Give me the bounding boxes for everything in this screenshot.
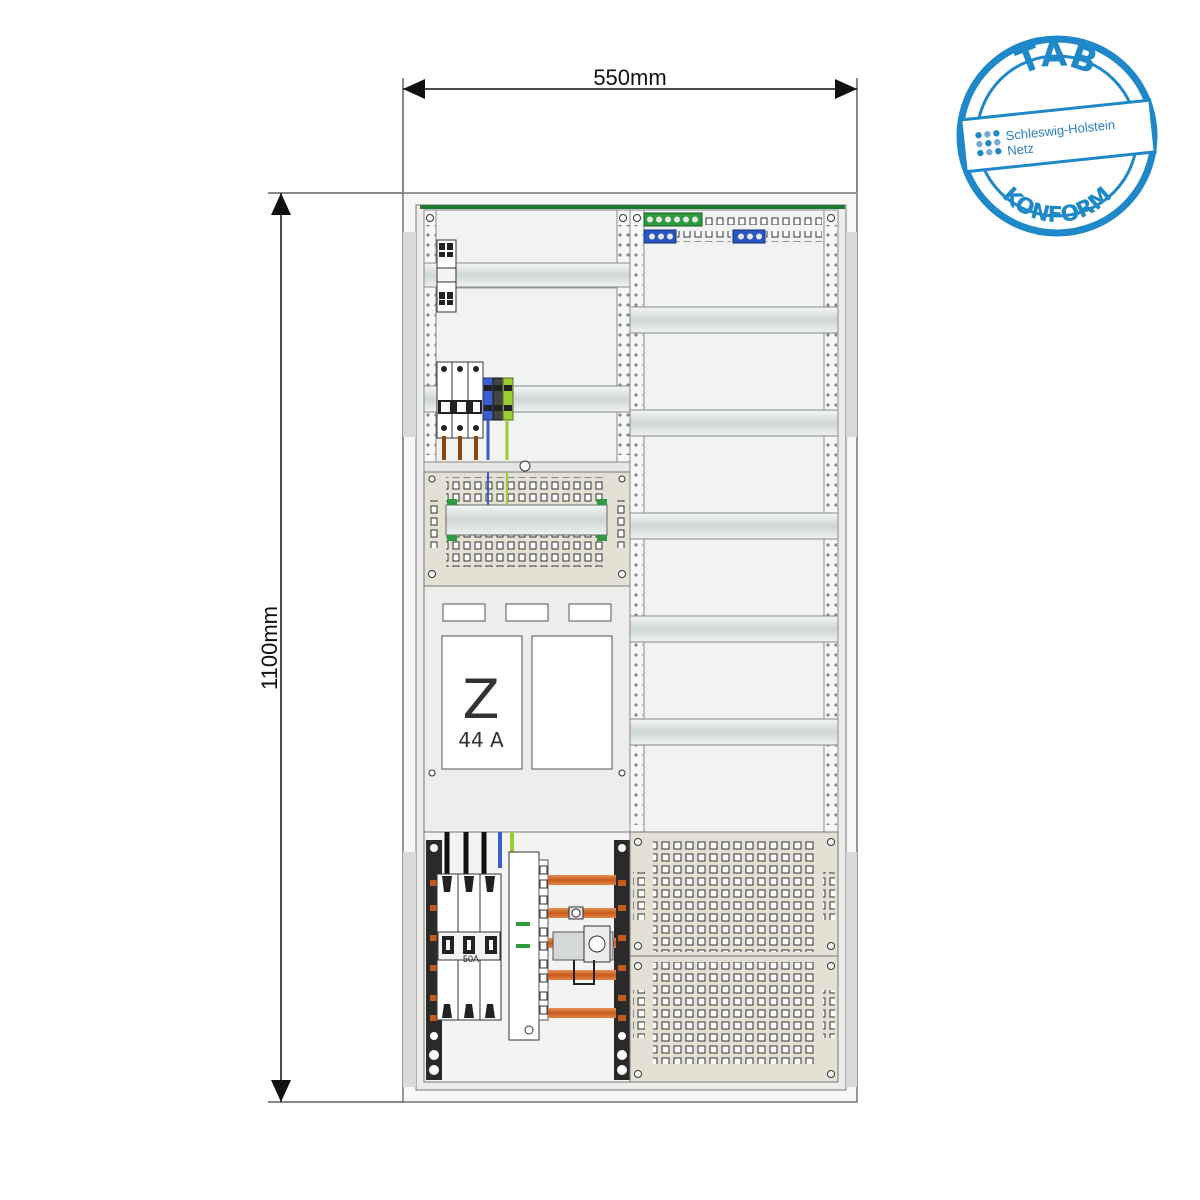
- main-breaker-rating: 50A: [463, 954, 479, 964]
- surge-arrester: [508, 851, 549, 1041]
- right-bottom-cover: [629, 831, 839, 1083]
- width-dimension: 550mm: [402, 65, 858, 192]
- certification-badge: TAB KONFORM Schleswig-Holstein Netz: [956, 35, 1158, 237]
- badge-company-line2: Netz: [1006, 141, 1034, 159]
- meter-rating: 44 A: [458, 728, 504, 752]
- right-module-section: [629, 209, 839, 833]
- height-dimension: 1100mm: [257, 192, 403, 1103]
- terminal-cover-panel: [423, 460, 631, 587]
- badge-top-text: TAB: [1011, 35, 1103, 83]
- din-rail: [629, 718, 839, 746]
- height-label: 1100mm: [257, 606, 282, 690]
- width-label: 550mm: [593, 65, 666, 90]
- busbar: [548, 970, 616, 980]
- busbar: [548, 1008, 616, 1018]
- busbar: [548, 875, 616, 885]
- top-terminal-strip: [643, 212, 822, 244]
- din-rail: [629, 409, 839, 437]
- meter-letter: Z: [463, 668, 500, 731]
- left-upper-section: [423, 209, 631, 463]
- din-rail: [629, 615, 839, 643]
- main-connection-section: 50A: [423, 831, 631, 1083]
- din-rail: [629, 512, 839, 540]
- din-rail: [629, 306, 839, 334]
- main-breaker: 50A: [436, 873, 502, 1021]
- meter-panel: Z 44 A: [423, 585, 631, 833]
- upper-breaker: [436, 361, 484, 439]
- company-logo-icon: [975, 130, 1002, 157]
